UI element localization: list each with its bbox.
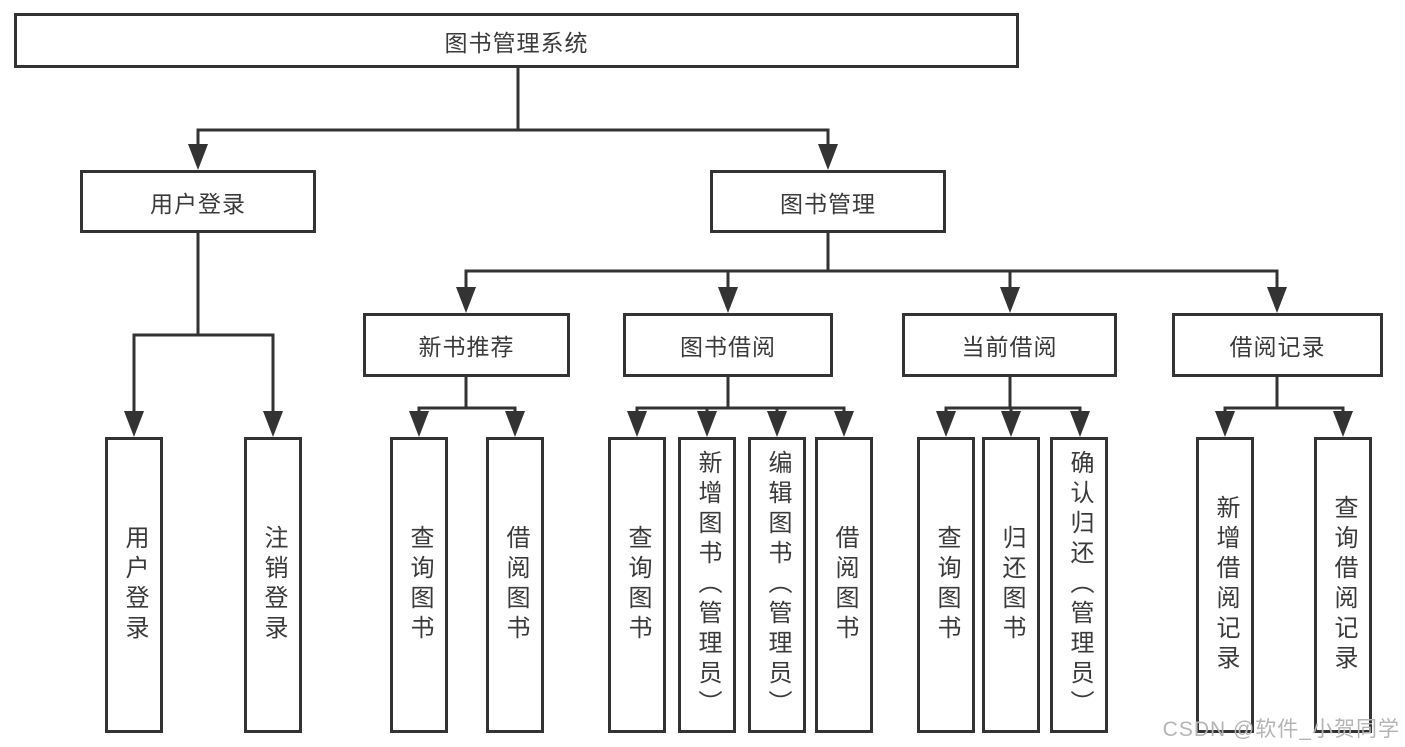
node-book-borrow: 图书借阅	[623, 313, 833, 377]
leaf-borrow-books-borrow: 借阅图书	[815, 437, 873, 733]
leaf-user-login: 用户登录	[105, 437, 163, 733]
csdn-watermark: CSDN @软件_小贺同学	[1162, 718, 1400, 741]
leaf-logout: 注销登录	[244, 437, 302, 733]
leaf-query-books-borrow: 查询图书	[608, 437, 666, 733]
leaf-add-book-admin: 新增图书（管理员）	[678, 437, 736, 733]
node-user-login: 用户登录	[80, 170, 316, 233]
arrowheads	[124, 144, 1353, 437]
leaf-query-books-current: 查询图书	[917, 437, 975, 733]
node-new-book-recommend: 新书推荐	[363, 313, 570, 377]
leaf-query-books-recommend: 查询图书	[390, 437, 448, 733]
leaf-query-borrow-record: 查询借阅记录	[1314, 437, 1372, 733]
leaf-borrow-books-recommend: 借阅图书	[486, 437, 544, 733]
leaf-edit-book-admin: 编辑图书（管理员）	[748, 437, 806, 733]
leaf-confirm-return-admin: 确认归还（管理员）	[1050, 437, 1108, 733]
leaf-add-borrow-record: 新增借阅记录	[1196, 437, 1254, 733]
node-borrow-records: 借阅记录	[1172, 313, 1383, 377]
node-current-borrow: 当前借阅	[902, 313, 1117, 377]
node-root-library-management-system: 图书管理系统	[14, 13, 1019, 68]
node-book-management: 图书管理	[710, 170, 946, 233]
leaf-return-books: 归还图书	[982, 437, 1040, 733]
